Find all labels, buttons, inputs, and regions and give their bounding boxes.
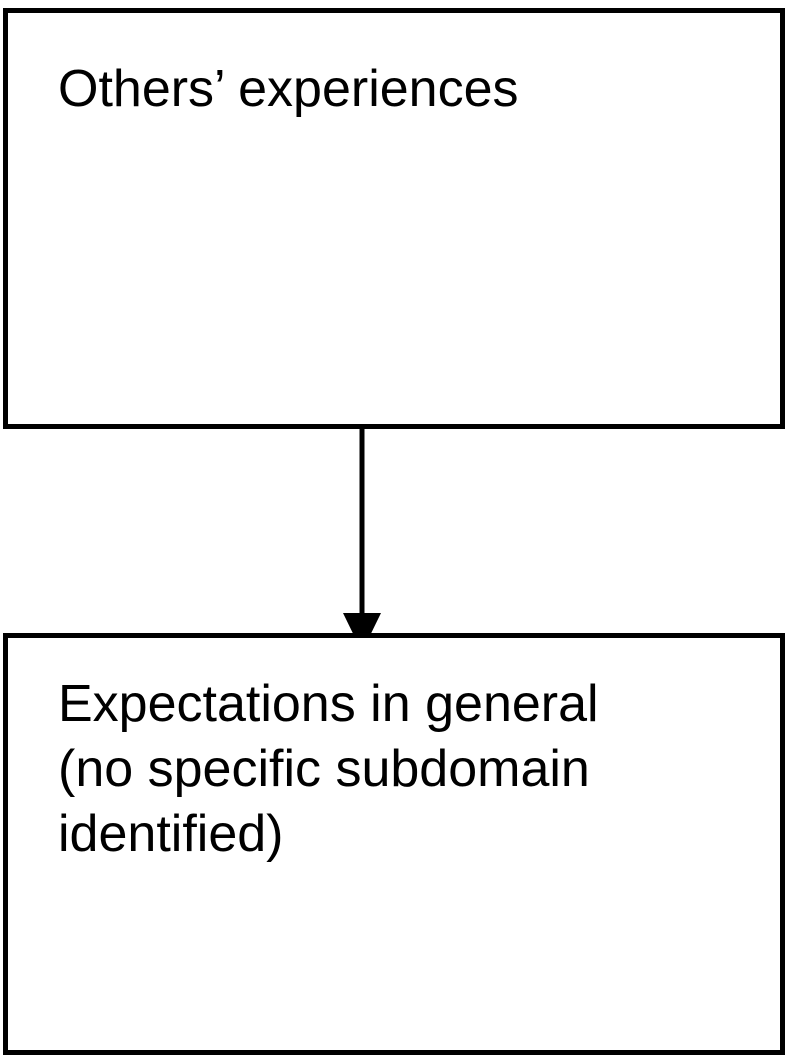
others-experiences-label: Others’ experiences [58, 60, 519, 118]
expectations-general-label: Expectations in general (no specific sub… [58, 675, 599, 863]
expectations-general-box: Expectations in general (no specific sub… [3, 633, 785, 1055]
others-experiences-box: Others’ experiences [3, 8, 785, 429]
